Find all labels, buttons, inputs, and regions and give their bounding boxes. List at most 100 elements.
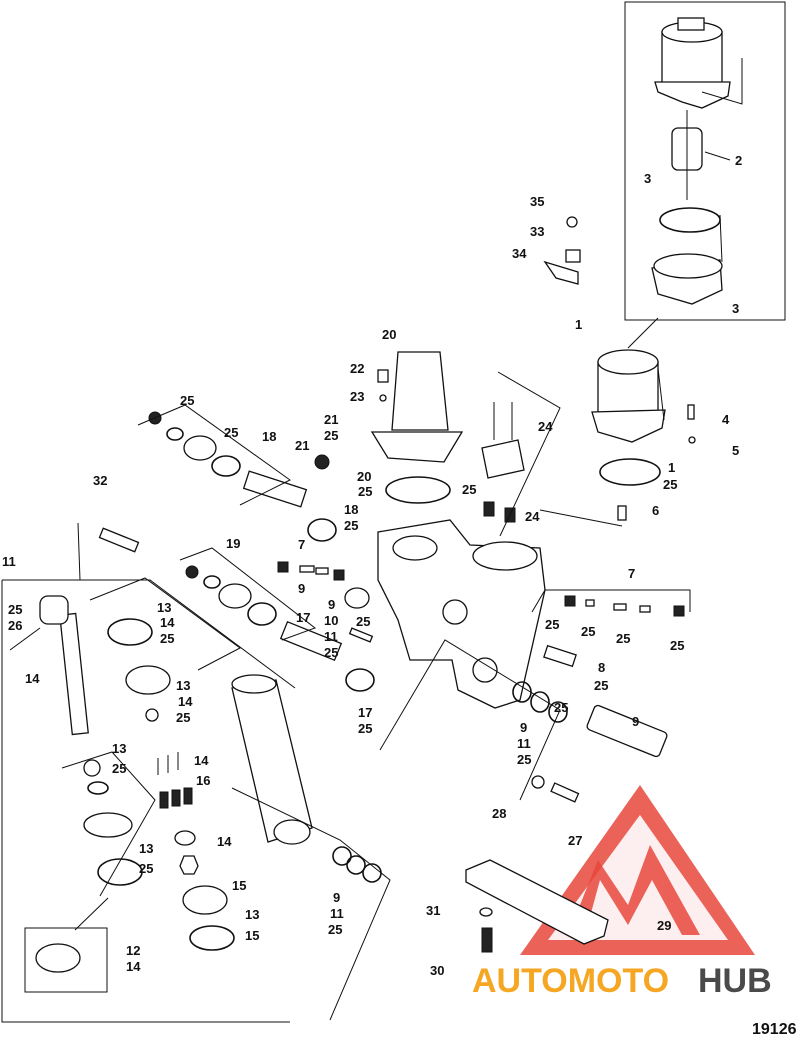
- motor-body-top: [597, 349, 659, 375]
- connector-lines: [1, 371, 691, 1023]
- spring-b: [171, 789, 181, 807]
- shaft-9: [586, 704, 668, 758]
- valve-7c: [585, 599, 595, 607]
- callout-24: 24: [538, 419, 553, 434]
- shaft-18: [242, 470, 308, 508]
- trim-ram-assembly: [9, 595, 143, 886]
- callout-20: 20: [357, 469, 371, 484]
- callout-25: 25: [8, 602, 22, 617]
- leader-motor-screw: [701, 62, 743, 105]
- callout-22: 22: [350, 361, 364, 376]
- ram-rod: [59, 612, 89, 736]
- bracket-7: [531, 589, 691, 613]
- callout-9: 9: [520, 720, 527, 735]
- bracket-9-left: [231, 787, 391, 1021]
- callout-25: 25: [581, 624, 595, 639]
- pump-port-top: [472, 541, 538, 571]
- reservoir-body: [391, 351, 449, 431]
- plug-7c: [564, 595, 576, 607]
- callout-17: 17: [296, 610, 310, 625]
- washer-31: [479, 907, 493, 917]
- shaft-17: [279, 620, 343, 662]
- pin-32: [98, 527, 140, 553]
- pump-body: [344, 519, 546, 709]
- callout-3: 3: [732, 301, 739, 316]
- screw-22: [377, 369, 389, 383]
- valve-7b: [315, 567, 329, 575]
- cap-19: [218, 583, 252, 609]
- leader-1-top: [627, 317, 659, 349]
- nut-14: [179, 855, 199, 875]
- reservoir: [314, 351, 464, 504]
- callout-13: 13: [112, 741, 126, 756]
- valve-7d: [613, 603, 627, 611]
- pump-port-bottom: [472, 657, 498, 683]
- callout-25: 25: [663, 477, 677, 492]
- memory-piston-assembly: [107, 618, 235, 951]
- bracket-13-box: [89, 577, 241, 671]
- o-ring-1: [599, 458, 661, 486]
- callout-6: 6: [652, 503, 659, 518]
- pin-10: [348, 627, 374, 643]
- callout-25: 25: [324, 428, 338, 443]
- callout-25: 25: [180, 393, 194, 408]
- callout-18: 18: [344, 502, 358, 517]
- callout-2: 2: [735, 153, 742, 168]
- bolt-27: [550, 782, 580, 803]
- bracket-25-top: [137, 404, 291, 506]
- motor-top-cap: [677, 17, 705, 31]
- clamp-parts: [543, 216, 581, 285]
- callout-25: 25: [545, 617, 559, 632]
- callout-5: 5: [732, 443, 739, 458]
- o-ring-25a: [166, 427, 184, 441]
- callout-15: 15: [232, 878, 246, 893]
- o-ring-9c: [362, 863, 382, 883]
- spacer-block-29: [465, 859, 609, 945]
- o-ring-3a: [659, 207, 721, 233]
- bolt-30: [481, 927, 493, 953]
- washer-28: [531, 775, 545, 789]
- callout-35: 35: [530, 194, 544, 209]
- pump-port-left: [392, 535, 438, 561]
- piston-left: [83, 812, 133, 838]
- group-19: [185, 565, 375, 692]
- leader-32-down: [77, 522, 81, 581]
- callout-19: 19: [226, 536, 240, 551]
- callout-25: 25: [554, 700, 568, 715]
- screw-35: [566, 216, 578, 228]
- valve-7e: [639, 605, 651, 613]
- callout-9: 9: [632, 714, 639, 729]
- callout-34: 34: [512, 246, 527, 261]
- callout-3: 3: [644, 171, 651, 186]
- washer-14-mid: [145, 708, 159, 722]
- motor-flange: [654, 81, 731, 109]
- seal-13-left: [83, 759, 101, 777]
- leader-2: [704, 151, 731, 161]
- callout-9: 9: [328, 597, 335, 612]
- o-ring-13-lower: [97, 858, 143, 886]
- callout-13: 13: [139, 841, 153, 856]
- callout-24: 24: [525, 509, 540, 524]
- motor-assembly-box: [624, 1, 786, 321]
- bracket-9-right: [379, 639, 561, 801]
- callout-labels: 1 1 25 2 3 3 4 5 6 7 7 8 25 9 9 9 9 9 10…: [2, 153, 742, 978]
- callout-14: 14: [194, 753, 209, 768]
- callout-1: 1: [668, 460, 675, 475]
- reservoir-base: [370, 431, 464, 463]
- callout-9: 9: [298, 581, 305, 596]
- callout-25: 25: [594, 678, 608, 693]
- callout-16: 16: [196, 773, 210, 788]
- plug-7b: [333, 569, 345, 581]
- callout-25: 25: [616, 631, 630, 646]
- callout-25: 25: [356, 614, 370, 629]
- callout-32: 32: [93, 473, 107, 488]
- bracket-19: [179, 547, 317, 641]
- callout-25: 25: [358, 484, 372, 499]
- o-ring-25b: [211, 455, 241, 477]
- bracket-1-motor: [539, 509, 623, 527]
- callout-25: 25: [670, 638, 684, 653]
- bracket-11-left: [1, 580, 290, 1023]
- callout-25: 25: [324, 645, 338, 660]
- callout-14: 14: [217, 834, 232, 849]
